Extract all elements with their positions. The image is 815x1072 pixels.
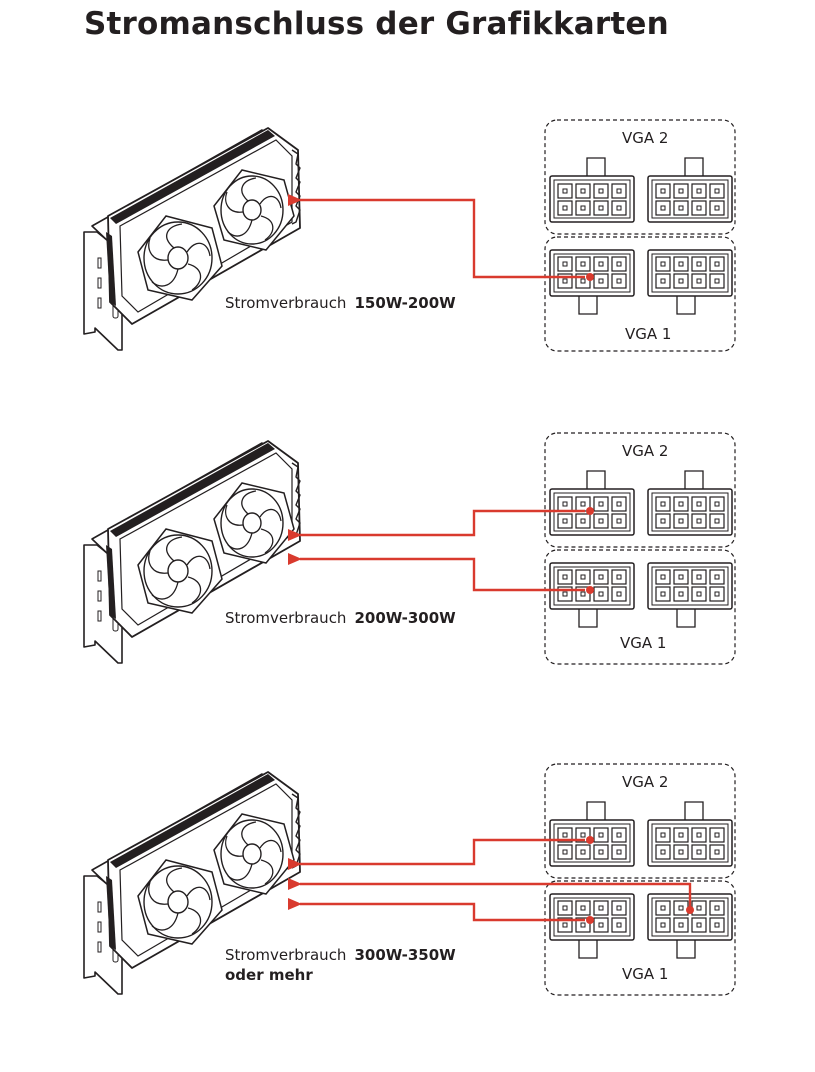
connector-dot <box>586 916 594 924</box>
power-cable <box>288 509 585 541</box>
vga2-label: VGA 2 <box>622 773 668 791</box>
power-cable <box>288 898 585 922</box>
vga2-label: VGA 2 <box>622 442 668 460</box>
connector-dot <box>586 836 594 844</box>
vga1-label: VGA 1 <box>625 325 671 343</box>
connector-dot <box>586 507 594 515</box>
pcie-8pin-connector-icon <box>545 433 735 664</box>
section-150-200w: VGA 2 VGA 1 Stromverbrauch 150W-200W <box>83 120 735 351</box>
power-range: 200W-300W <box>354 609 456 627</box>
vga1-label: VGA 1 <box>622 965 668 983</box>
power-cable <box>288 553 585 592</box>
section-300-350w: VGA 2 VGA 1 Stromverbrauch 300W-350W oder… <box>83 764 735 995</box>
power-cable <box>288 878 692 910</box>
pcie-8pin-connector-icon <box>545 764 735 995</box>
graphics-card-icon <box>83 440 301 664</box>
graphics-card-icon <box>83 127 301 351</box>
connector-dot <box>686 906 694 914</box>
vga2-label: VGA 2 <box>622 129 668 147</box>
page-title: Stromanschluss der Grafikkarten <box>84 6 669 42</box>
power-range: 150W-200W <box>354 294 456 312</box>
connector-dot <box>586 586 594 594</box>
power-cable <box>288 838 585 870</box>
power-cable <box>288 194 585 279</box>
power-note: oder mehr <box>225 966 313 984</box>
consumption-label: Stromverbrauch <box>225 946 346 964</box>
consumption-label: Stromverbrauch <box>225 294 346 312</box>
connector-dot <box>586 273 594 281</box>
vga1-label: VGA 1 <box>620 634 666 652</box>
section-200-300w: VGA 2 VGA 1 Stromverbrauch 200W-300W <box>83 433 735 664</box>
consumption-label: Stromverbrauch <box>225 609 346 627</box>
pcie-8pin-connector-icon <box>545 120 735 351</box>
power-range: 300W-350W <box>354 946 456 964</box>
